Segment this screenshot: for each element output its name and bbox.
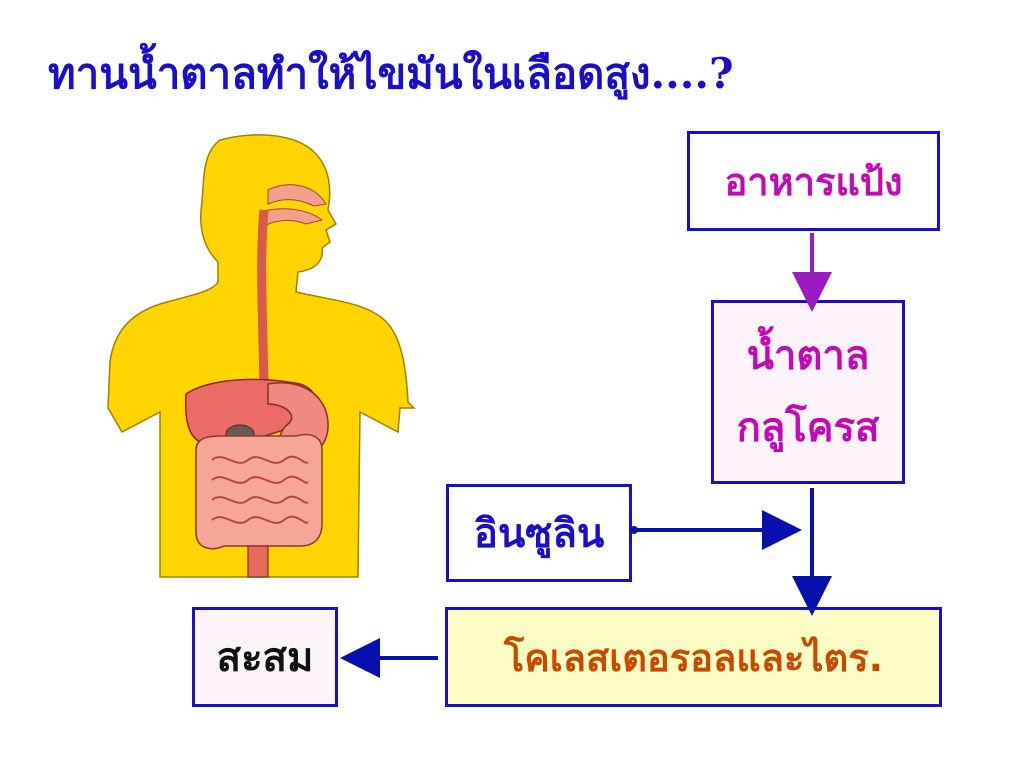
large-intestine [195, 433, 323, 550]
rectum [247, 545, 269, 578]
slide-title: ทานน้ำตาลทำให้ไขมันในเลือดสูง....? [48, 49, 734, 98]
insulin-label: อินซูลิน [473, 511, 605, 557]
starch-food-label: อาหารแป้ง [724, 159, 903, 204]
glucose-label-line1: น้ำตาล [746, 333, 870, 379]
glucose-label-line2: กลูโครส [736, 405, 880, 451]
storage-box: สะสม [192, 607, 338, 707]
small-intestine [211, 455, 309, 524]
cholesterol-label: โคเลสเตอรอลและไตร. [503, 635, 884, 680]
starch-food-box: อาหารแป้ง [687, 131, 940, 231]
esophagus [257, 209, 269, 383]
insulin-box: อินซูลิน [446, 484, 632, 582]
oral-cavity [259, 208, 324, 227]
glucose-box: น้ำตาล กลูโครส [711, 300, 905, 484]
nasal-cavity [267, 184, 327, 207]
human-digestive-system-icon [107, 134, 416, 578]
insulin-arrow-origin-dot [630, 526, 638, 534]
storage-label: สะสม [216, 635, 314, 681]
cholesterol-box: โคเลสเตอรอลและไตร. [445, 607, 942, 707]
